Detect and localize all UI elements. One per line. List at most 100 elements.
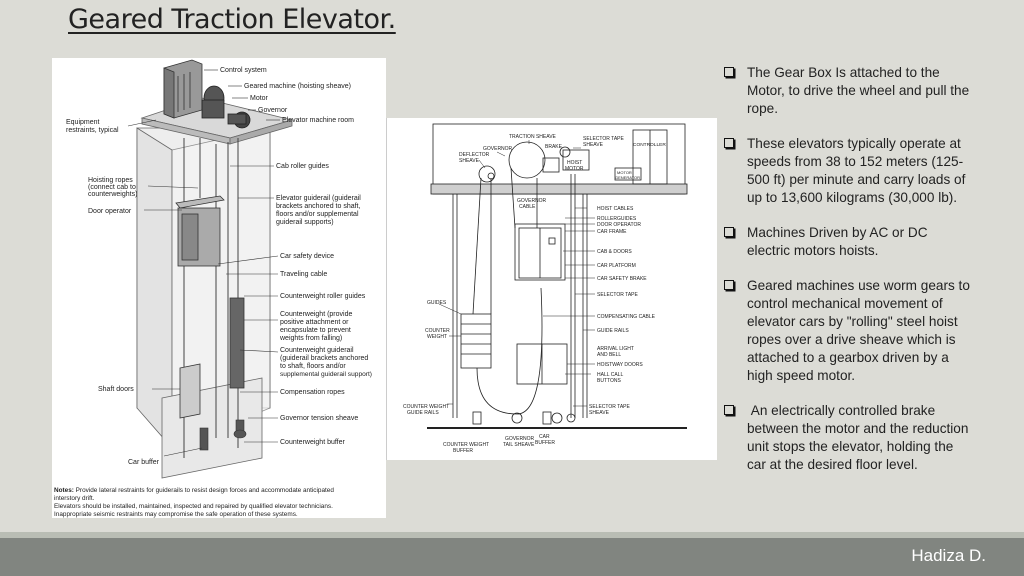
- label-selector-tape-sheave-2: SHEAVE: [583, 142, 604, 148]
- label-compensation: Compensation ropes: [280, 389, 345, 396]
- label-guiderail-4: guiderail supports): [276, 219, 334, 226]
- label-gov-tail-sheave-2: TAIL SHEAVE: [503, 442, 535, 448]
- bullet-text: Machines Driven by AC or DC electric mot…: [747, 225, 928, 258]
- label-cw-roller: Counterweight roller guides: [280, 293, 366, 300]
- label-equipment-restraints: Equipment: [66, 119, 100, 126]
- label-car-frame: CAR FRAME: [597, 229, 627, 235]
- label-selector-tape-sheave: SELECTOR TAPE: [583, 136, 625, 142]
- label-counter-weight-2: WEIGHT: [427, 334, 447, 340]
- bullet-item: The Gear Box Is attached to the Motor, t…: [722, 64, 972, 118]
- label-governor-cable: GOVERNOR: [517, 198, 547, 204]
- label-cw-buffer: COUNTER WEIGHT: [443, 442, 489, 448]
- label-hoist-motor-2: MOTOR: [565, 166, 584, 172]
- label-counterweight-4: weights from falling): [279, 335, 342, 342]
- label-deflector: DEFLECTOR: [459, 152, 490, 158]
- checkbox-bullet-icon: [724, 227, 734, 237]
- label-hoist-cables: HOIST CABLES: [597, 206, 634, 212]
- label-geared-machine: Geared machine (hoisting sheave): [244, 83, 351, 90]
- notes-line-3: Elevators should be installed, maintaine…: [54, 503, 333, 510]
- label-counter-weight: COUNTER: [425, 328, 450, 334]
- label-hall-call-2: BUTTONS: [597, 378, 621, 384]
- label-gov-tail-sheave: GOVERNOR: [505, 436, 535, 442]
- label-traveling-cable: Traveling cable: [280, 271, 327, 278]
- label-door-operator: DOOR OPERATOR: [597, 222, 641, 228]
- label-governor: Governor: [258, 107, 288, 114]
- label-control-system: Control system: [220, 67, 267, 74]
- label-car-buffer-2: BUFFER: [535, 440, 555, 446]
- label-cw-buffer-2: BUFFER: [453, 448, 473, 454]
- label-shaft-doors: Shaft doors: [98, 386, 134, 393]
- label-motor: Motor: [250, 95, 269, 102]
- slide-title: Geared Traction Elevator.: [68, 4, 396, 35]
- bullet-text: The Gear Box Is attached to the Motor, t…: [747, 65, 970, 116]
- label-counterweight-3: encapsulate to prevent: [280, 327, 351, 334]
- label-hoist-motor: HOIST: [567, 160, 582, 166]
- label-hoisting-ropes-2: (connect cab to: [88, 184, 136, 191]
- label-cw-guide-rails: COUNTER WEIGHT: [403, 404, 449, 410]
- checkbox-bullet-icon: [724, 138, 734, 148]
- label-equipment-restraints-2: restraints, typical: [66, 127, 119, 134]
- label-cw-guiderail-1: Counterweight guiderail: [280, 347, 354, 354]
- label-cw-guiderail-2: (guiderail brackets anchored: [280, 355, 368, 362]
- label-counterweight-1: Counterweight (provide: [280, 311, 352, 318]
- label-car-buffer: Car buffer: [128, 459, 160, 466]
- label-car-safety: Car safety device: [280, 253, 334, 260]
- footer-divider: [0, 532, 1024, 538]
- bullet-item: Machines Driven by AC or DC electric mot…: [722, 224, 972, 260]
- label-car-buffer: CAR: [539, 434, 550, 440]
- label-controller: CONTROLLER: [633, 142, 666, 148]
- label-cw-guiderail-3: to shaft, floors and/or: [280, 363, 346, 370]
- label-governor: GOVERNOR: [483, 146, 513, 152]
- label-motor-generator: MOTOR: [617, 170, 632, 175]
- bullet-text: These elevators typically operate at spe…: [747, 136, 966, 205]
- label-machine-room: Elevator machine room: [282, 117, 354, 124]
- elevator-cutaway-diagram: Control system Geared machine (hoisting …: [52, 58, 386, 518]
- label-hall-call: HALL CALL: [597, 372, 623, 378]
- label-governor-sheave: Governor tension sheave: [280, 415, 358, 422]
- notes-line-4: Inappropriate seismic restraints may com…: [54, 511, 298, 518]
- label-guiderail-3: floors and/or supplemental: [276, 211, 359, 218]
- label-guide-rails: GUIDE RAILS: [597, 328, 629, 334]
- bullet-item: Geared machines use worm gears to contro…: [722, 277, 972, 385]
- label-car-platform: CAR PLATFORM: [597, 263, 636, 269]
- label-governor-cable-2: CABLE: [519, 204, 536, 210]
- label-arrival-light: ARRIVAL LIGHT: [597, 346, 634, 352]
- notes-label: Notes:: [54, 487, 74, 494]
- bullet-item: An electrically controlled brake between…: [722, 402, 972, 474]
- label-cw-guiderail-4: supplemental guiderail support): [280, 371, 372, 378]
- label-door-operator: Door operator: [88, 208, 132, 215]
- label-rollerguides: ROLLERGUIDES: [597, 216, 637, 222]
- label-selector-tape: SELECTOR TAPE: [597, 292, 639, 298]
- label-compensating-cable: COMPENSATING CABLE: [597, 314, 656, 320]
- checkbox-bullet-icon: [724, 280, 734, 290]
- label-guides: GUIDES: [427, 300, 447, 306]
- label-cab-roller: Cab roller guides: [276, 163, 329, 170]
- bullet-item: These elevators typically operate at spe…: [722, 135, 972, 207]
- elevator-schematic-diagram: TRACTION SHEAVE SELECTOR TAPE SHEAVE GOV…: [386, 118, 717, 460]
- label-cw-guide-rails-2: GUIDE RAILS: [407, 410, 439, 416]
- label-deflector-2: SHEAVE: [459, 158, 480, 164]
- label-guiderail-2: brackets anchored to shaft,: [276, 203, 360, 210]
- label-guiderail-1: Elevator guiderail (guiderail: [276, 195, 361, 202]
- label-selector-tape-sheave-b: SELECTOR TAPE: [589, 404, 631, 410]
- label-traction-sheave: TRACTION SHEAVE: [509, 134, 557, 140]
- label-counterweight-2: positive attachment or: [280, 319, 349, 326]
- label-car-safety-brake: CAR SAFETY BRAKE: [597, 276, 647, 282]
- author-name: Hadiza D.: [911, 546, 986, 565]
- bullet-text: An electrically controlled brake between…: [747, 403, 973, 472]
- label-cab-doors: CAB & DOORS: [597, 249, 632, 255]
- checkbox-bullet-icon: [724, 405, 734, 415]
- label-brake: BRAKE: [545, 144, 563, 150]
- label-hoisting-ropes-3: counterweights): [88, 191, 137, 198]
- bullet-text: Geared machines use worm gears to contro…: [747, 278, 970, 383]
- svg-text:Notes: Provide lateral restrai: Notes: Provide lateral restraints for gu…: [54, 487, 334, 494]
- checkbox-bullet-icon: [724, 67, 734, 77]
- label-cw-buffer: Counterweight buffer: [280, 439, 346, 446]
- label-selector-tape-sheave-b2: SHEAVE: [589, 410, 610, 416]
- label-hoisting-ropes: Hoisting ropes: [88, 177, 133, 184]
- label-hoistway-doors: HOISTWAY DOORS: [597, 362, 643, 368]
- notes-line-1: Provide lateral restraints for guiderail…: [76, 487, 335, 494]
- footer-bar: Hadiza D.: [0, 538, 1024, 576]
- label-arrival-light-2: AND BELL: [597, 352, 621, 358]
- label-motor-generator-2: GENERATOR: [615, 175, 640, 180]
